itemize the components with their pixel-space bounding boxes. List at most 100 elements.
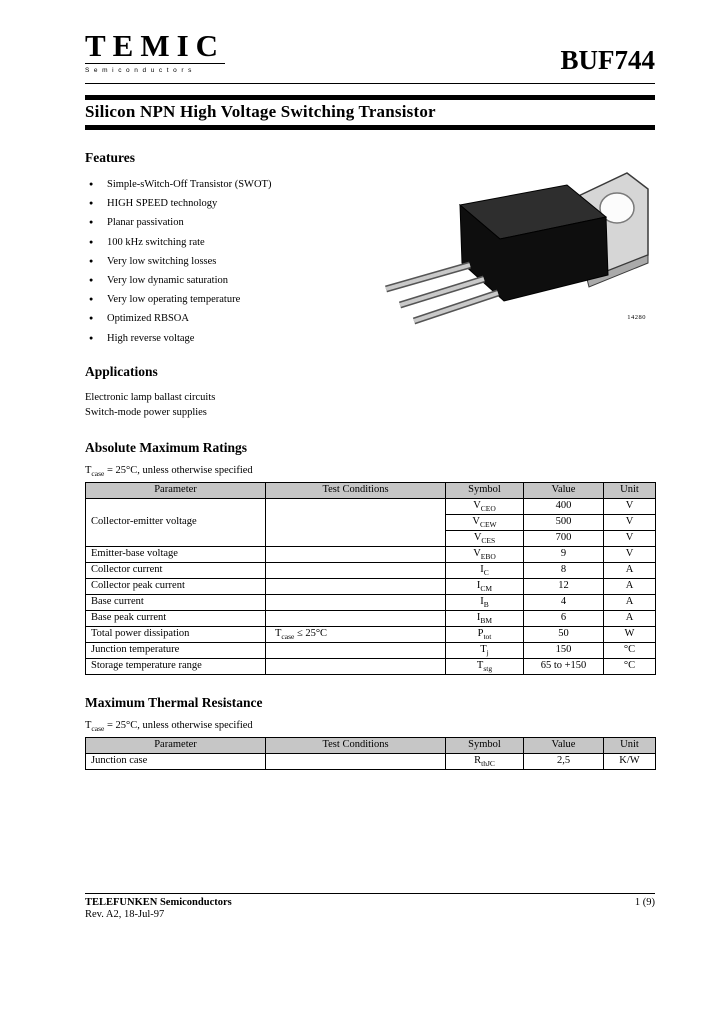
column-header: Unit — [603, 481, 656, 499]
cell-test-conditions — [265, 577, 446, 595]
cell-unit: A — [603, 577, 656, 595]
cell-unit: A — [603, 609, 656, 627]
thermal-heading: Maximum Thermal Resistance — [85, 694, 263, 710]
abs-max-heading: Absolute Maximum Ratings — [85, 439, 248, 455]
thermal-condition: Tcase = 25°C, unless otherwise specified — [85, 719, 253, 733]
cell-symbol: IBM — [445, 609, 524, 627]
footer-left: TELEFUNKEN Semiconductors Rev. A2, 18-Ju… — [85, 897, 232, 920]
temic-logo-text: TEMIC — [85, 28, 226, 64]
applications-heading: Applications — [85, 363, 158, 379]
list-item: High reverse voltage — [85, 333, 385, 344]
cell-unit: A — [603, 561, 656, 579]
to220-package-drawing — [385, 172, 649, 325]
cell-parameter: Collector peak current — [85, 577, 266, 595]
features-list: Simple-sWitch-Off Transistor (SWOT)HIGH … — [85, 179, 385, 344]
cell-unit: V — [603, 545, 656, 563]
cell-unit: W — [603, 625, 656, 643]
cell-parameter: Junction temperature — [85, 641, 266, 659]
cell-parameter: Collector-emitter voltage — [85, 497, 266, 547]
cell-symbol: Ptot — [445, 625, 524, 643]
column-header: Value — [523, 736, 604, 754]
cell-value: 2,5 — [523, 752, 604, 770]
cell-test-conditions — [265, 657, 446, 675]
footer-revision: Rev. A2, 18-Jul-97 — [85, 909, 165, 920]
cell-symbol: VEBO — [445, 545, 524, 563]
list-item: Optimized RBSOA — [85, 313, 385, 324]
cell-parameter: Junction case — [85, 752, 266, 770]
list-item: Very low dynamic saturation — [85, 275, 385, 286]
list-item: Very low switching losses — [85, 256, 385, 267]
cell-unit: °C — [603, 641, 656, 659]
column-header: Value — [523, 481, 604, 499]
temic-logo-subtext: Semiconductors — [85, 67, 197, 74]
cell-test-conditions: Tcase ≤ 25°C — [265, 625, 446, 643]
column-header: Symbol — [445, 736, 524, 754]
cell-test-conditions — [265, 641, 446, 659]
cell-unit: V — [603, 513, 656, 531]
cell-symbol: Tstg — [445, 657, 524, 675]
cell-symbol: IC — [445, 561, 524, 579]
cell-value: 700 — [523, 529, 604, 547]
cell-parameter: Collector current — [85, 561, 266, 579]
cell-unit: V — [603, 497, 656, 515]
list-item: Electronic lamp ballast circuits — [85, 391, 216, 403]
cell-value: 50 — [523, 625, 604, 643]
cell-symbol: Tj — [445, 641, 524, 659]
cell-symbol: RthJC — [445, 752, 524, 770]
list-item: Very low operating temperature — [85, 294, 385, 305]
abs-max-condition: Tcase = 25°C, unless otherwise specified — [85, 464, 253, 478]
cell-value: 500 — [523, 513, 604, 531]
cell-symbol: ICM — [445, 577, 524, 595]
page-title: Silicon NPN High Voltage Switching Trans… — [85, 102, 436, 121]
cell-value: 8 — [523, 561, 604, 579]
cell-value: 65 to +150 — [523, 657, 604, 675]
list-item: Switch-mode power supplies — [85, 406, 207, 418]
column-header: Parameter — [85, 736, 266, 754]
part-number: BUF744 — [560, 45, 656, 75]
cell-parameter: Total power dissipation — [85, 625, 266, 643]
features-heading: Features — [85, 150, 135, 165]
cell-value: 4 — [523, 593, 604, 611]
cell-value: 400 — [523, 497, 604, 515]
list-item: Simple-sWitch-Off Transistor (SWOT) — [85, 179, 385, 190]
title-bar: Silicon NPN High Voltage Switching Trans… — [85, 95, 655, 130]
cell-parameter: Base current — [85, 593, 266, 611]
figure-number-label: 14280 — [627, 314, 646, 321]
cell-test-conditions — [265, 561, 446, 579]
cell-symbol: IB — [445, 593, 524, 611]
cell-value: 9 — [523, 545, 604, 563]
column-header: Symbol — [445, 481, 524, 499]
masthead: TEMIC Semiconductors BUF744 — [85, 30, 655, 84]
cell-value: 150 — [523, 641, 604, 659]
column-header: Test Conditions — [265, 736, 446, 754]
footer-company: TELEFUNKEN Semiconductors — [85, 897, 232, 908]
temic-logo: TEMIC Semiconductors — [85, 28, 226, 74]
cell-parameter: Base peak current — [85, 609, 266, 627]
cell-parameter: Storage temperature range — [85, 657, 266, 675]
cell-unit: °C — [603, 657, 656, 675]
package-figure: 14280 — [382, 163, 660, 335]
cell-test-conditions — [265, 752, 446, 770]
cell-unit: V — [603, 529, 656, 547]
column-header: Unit — [603, 736, 656, 754]
cell-parameter: Emitter-base voltage — [85, 545, 266, 563]
cell-test-conditions — [265, 545, 446, 563]
cell-value: 12 — [523, 577, 604, 595]
column-header: Parameter — [85, 481, 266, 499]
column-header: Test Conditions — [265, 481, 446, 499]
